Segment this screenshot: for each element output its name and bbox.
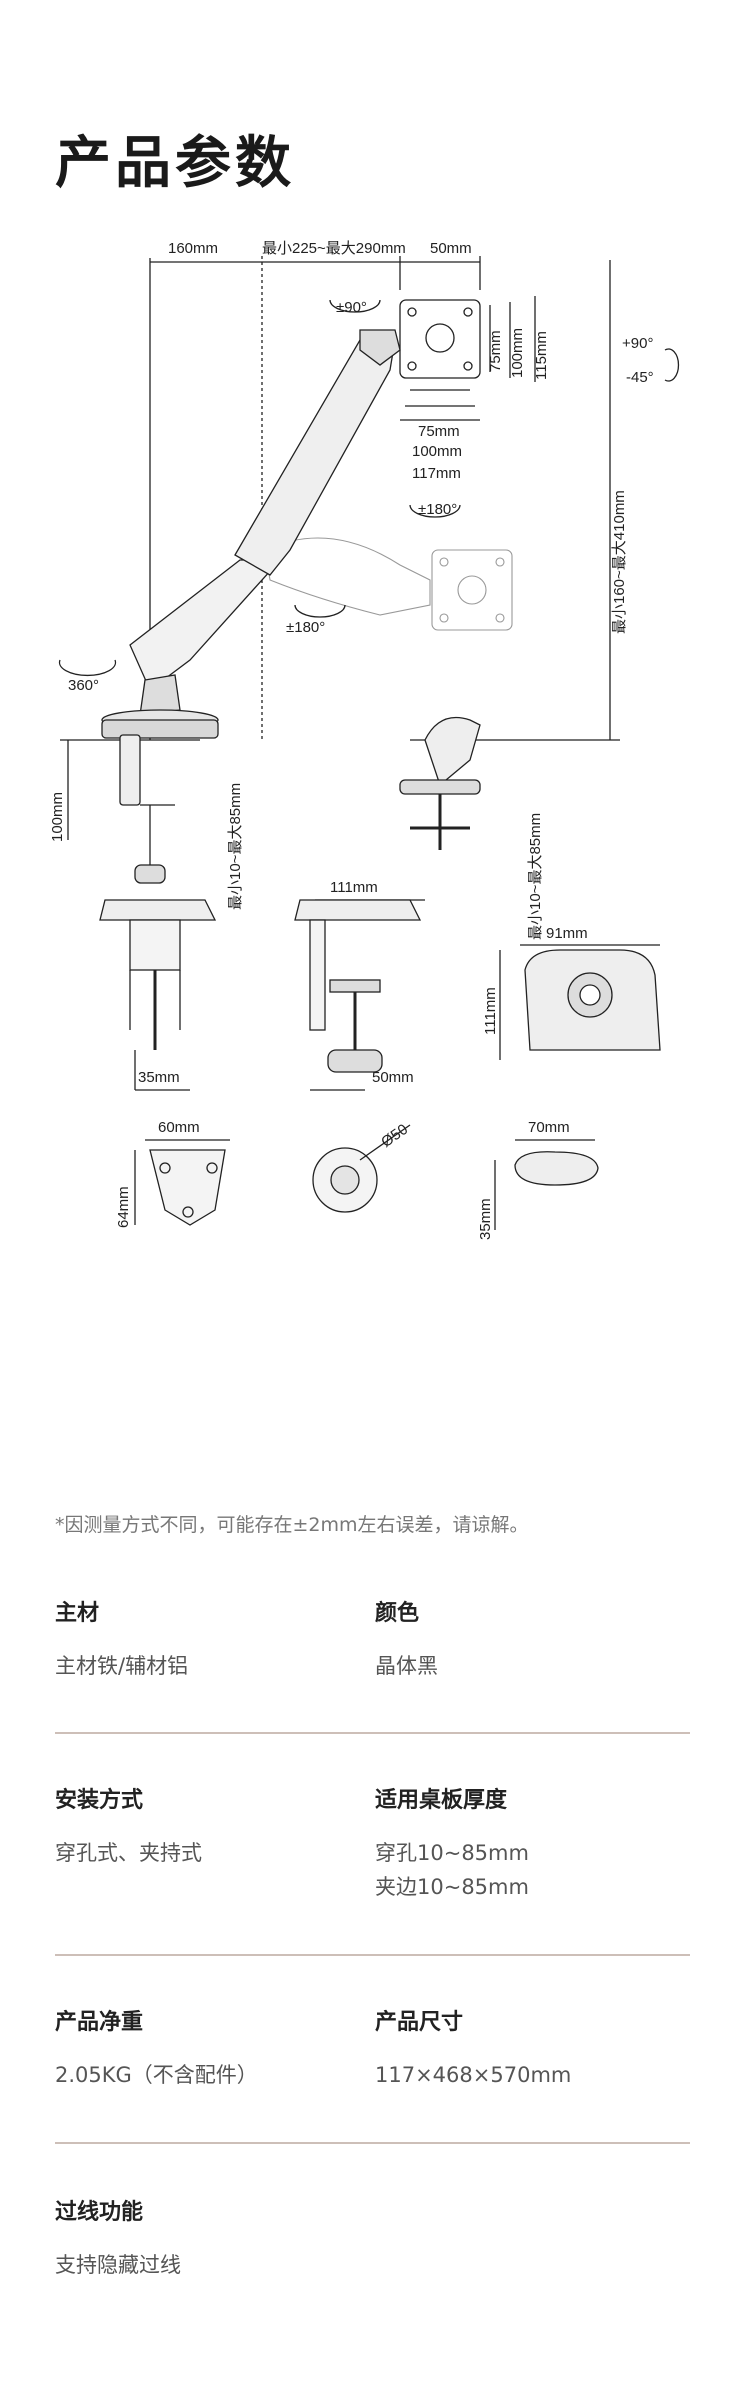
clamp-front-view bbox=[99, 899, 217, 921]
dim-50: 50mm bbox=[372, 1069, 414, 1086]
dim-91: 91mm bbox=[546, 925, 588, 942]
dim-35-pad: 35mm bbox=[477, 1198, 494, 1240]
spec-row-1: 主材 主材铁/辅材铝 颜色 晶体黑 bbox=[55, 1595, 695, 1683]
clamp-side-view-2 bbox=[294, 899, 422, 921]
dim-60: 60mm bbox=[158, 1119, 200, 1136]
dim-111-h: 111mm bbox=[482, 987, 499, 1035]
dim-117-h: 117mm bbox=[412, 465, 461, 482]
dim-160mm: 160mm bbox=[168, 240, 218, 257]
dim-rotation-360: 360° bbox=[68, 677, 99, 694]
dim-50mm: 50mm bbox=[430, 240, 472, 257]
dim-swivel-upper: ±180° bbox=[418, 501, 457, 518]
spec-label-size: 产品尺寸 bbox=[375, 2010, 464, 2035]
dim-height-range: 最小160~最大410mm bbox=[611, 490, 628, 634]
product-dimension-diagram: 160mm 最小225~最大290mm 50mm ±90° 75mm 100mm… bbox=[0, 220, 750, 1480]
divider-3 bbox=[55, 2142, 690, 2144]
spec-row-3: 产品净重 2.05KG（不含配件） 产品尺寸 117×468×570mm bbox=[55, 2004, 695, 2092]
spec-row-4: 过线功能 支持隐藏过线 bbox=[55, 2194, 695, 2282]
dimension-drawing: 160mm 最小225~最大290mm 50mm ±90° 75mm 100mm… bbox=[49, 240, 680, 1240]
dim-tilt: ±90° bbox=[336, 299, 367, 316]
dim-rotate-minus: -45° bbox=[626, 369, 654, 386]
spec-label-install: 安装方式 bbox=[55, 1788, 144, 1813]
spec-label-material: 主材 bbox=[55, 1601, 100, 1626]
vesa-plate bbox=[399, 299, 481, 379]
dim-115-v: 115mm bbox=[533, 331, 550, 380]
dim-35: 35mm bbox=[138, 1069, 180, 1086]
measurement-note: *因测量方式不同，可能存在±2mm左右误差，请谅解。 bbox=[55, 1514, 529, 1536]
base-pad bbox=[514, 1151, 599, 1186]
spec-value-size: 117×468×570mm bbox=[375, 2063, 572, 2087]
spec-row-2: 安装方式 穿孔式、夹持式 适用桌板厚度 穿孔10~85mm 夹边10~85mm bbox=[55, 1782, 695, 1904]
dim-washer-50: Ø50 bbox=[378, 1121, 411, 1151]
dim-pole-100: 100mm bbox=[49, 792, 66, 842]
divider-1 bbox=[55, 1732, 690, 1734]
spec-value-color: 晶体黑 bbox=[375, 1654, 438, 1678]
lower-arm bbox=[129, 559, 282, 692]
spec-value-weight: 2.05KG（不含配件） bbox=[55, 2063, 258, 2087]
spec-label-desk-thickness: 适用桌板厚度 bbox=[375, 1788, 508, 1813]
grommet-mount bbox=[399, 779, 481, 795]
dim-111-w: 111mm bbox=[330, 879, 378, 896]
spec-label-weight: 产品净重 bbox=[55, 2010, 144, 2035]
spec-label-cable: 过线功能 bbox=[55, 2200, 144, 2225]
dim-clamp-range-right: 最小10~最大85mm bbox=[527, 813, 544, 940]
dim-100-h: 100mm bbox=[412, 443, 462, 460]
dim-70: 70mm bbox=[528, 1119, 570, 1136]
dim-75-v: 75mm bbox=[487, 330, 504, 372]
spec-value-material: 主材铁/辅材铝 bbox=[55, 1654, 189, 1678]
mount-plate bbox=[149, 1149, 226, 1226]
dim-64: 64mm bbox=[115, 1186, 132, 1228]
dim-100-v: 100mm bbox=[509, 328, 526, 378]
dim-75-h: 75mm bbox=[418, 423, 460, 440]
upper-arm bbox=[234, 339, 396, 576]
clamp-side-view bbox=[119, 734, 141, 806]
dim-clamp-range-left: 最小10~最大85mm bbox=[227, 783, 244, 910]
page-title: 产品参数 bbox=[55, 131, 295, 196]
spec-label-color: 颜色 bbox=[375, 1601, 420, 1626]
spec-value-cable: 支持隐藏过线 bbox=[55, 2253, 181, 2277]
dim-reach-range: 最小225~最大290mm bbox=[262, 240, 406, 257]
spec-value-desk-thickness: 穿孔10~85mm 夹边10~85mm bbox=[375, 1841, 529, 1899]
spec-value-install: 穿孔式、夹持式 bbox=[55, 1841, 202, 1865]
divider-2 bbox=[55, 1954, 690, 1956]
dim-swivel-lower: ±180° bbox=[286, 619, 325, 636]
dim-rotate-plus: +90° bbox=[622, 335, 653, 352]
